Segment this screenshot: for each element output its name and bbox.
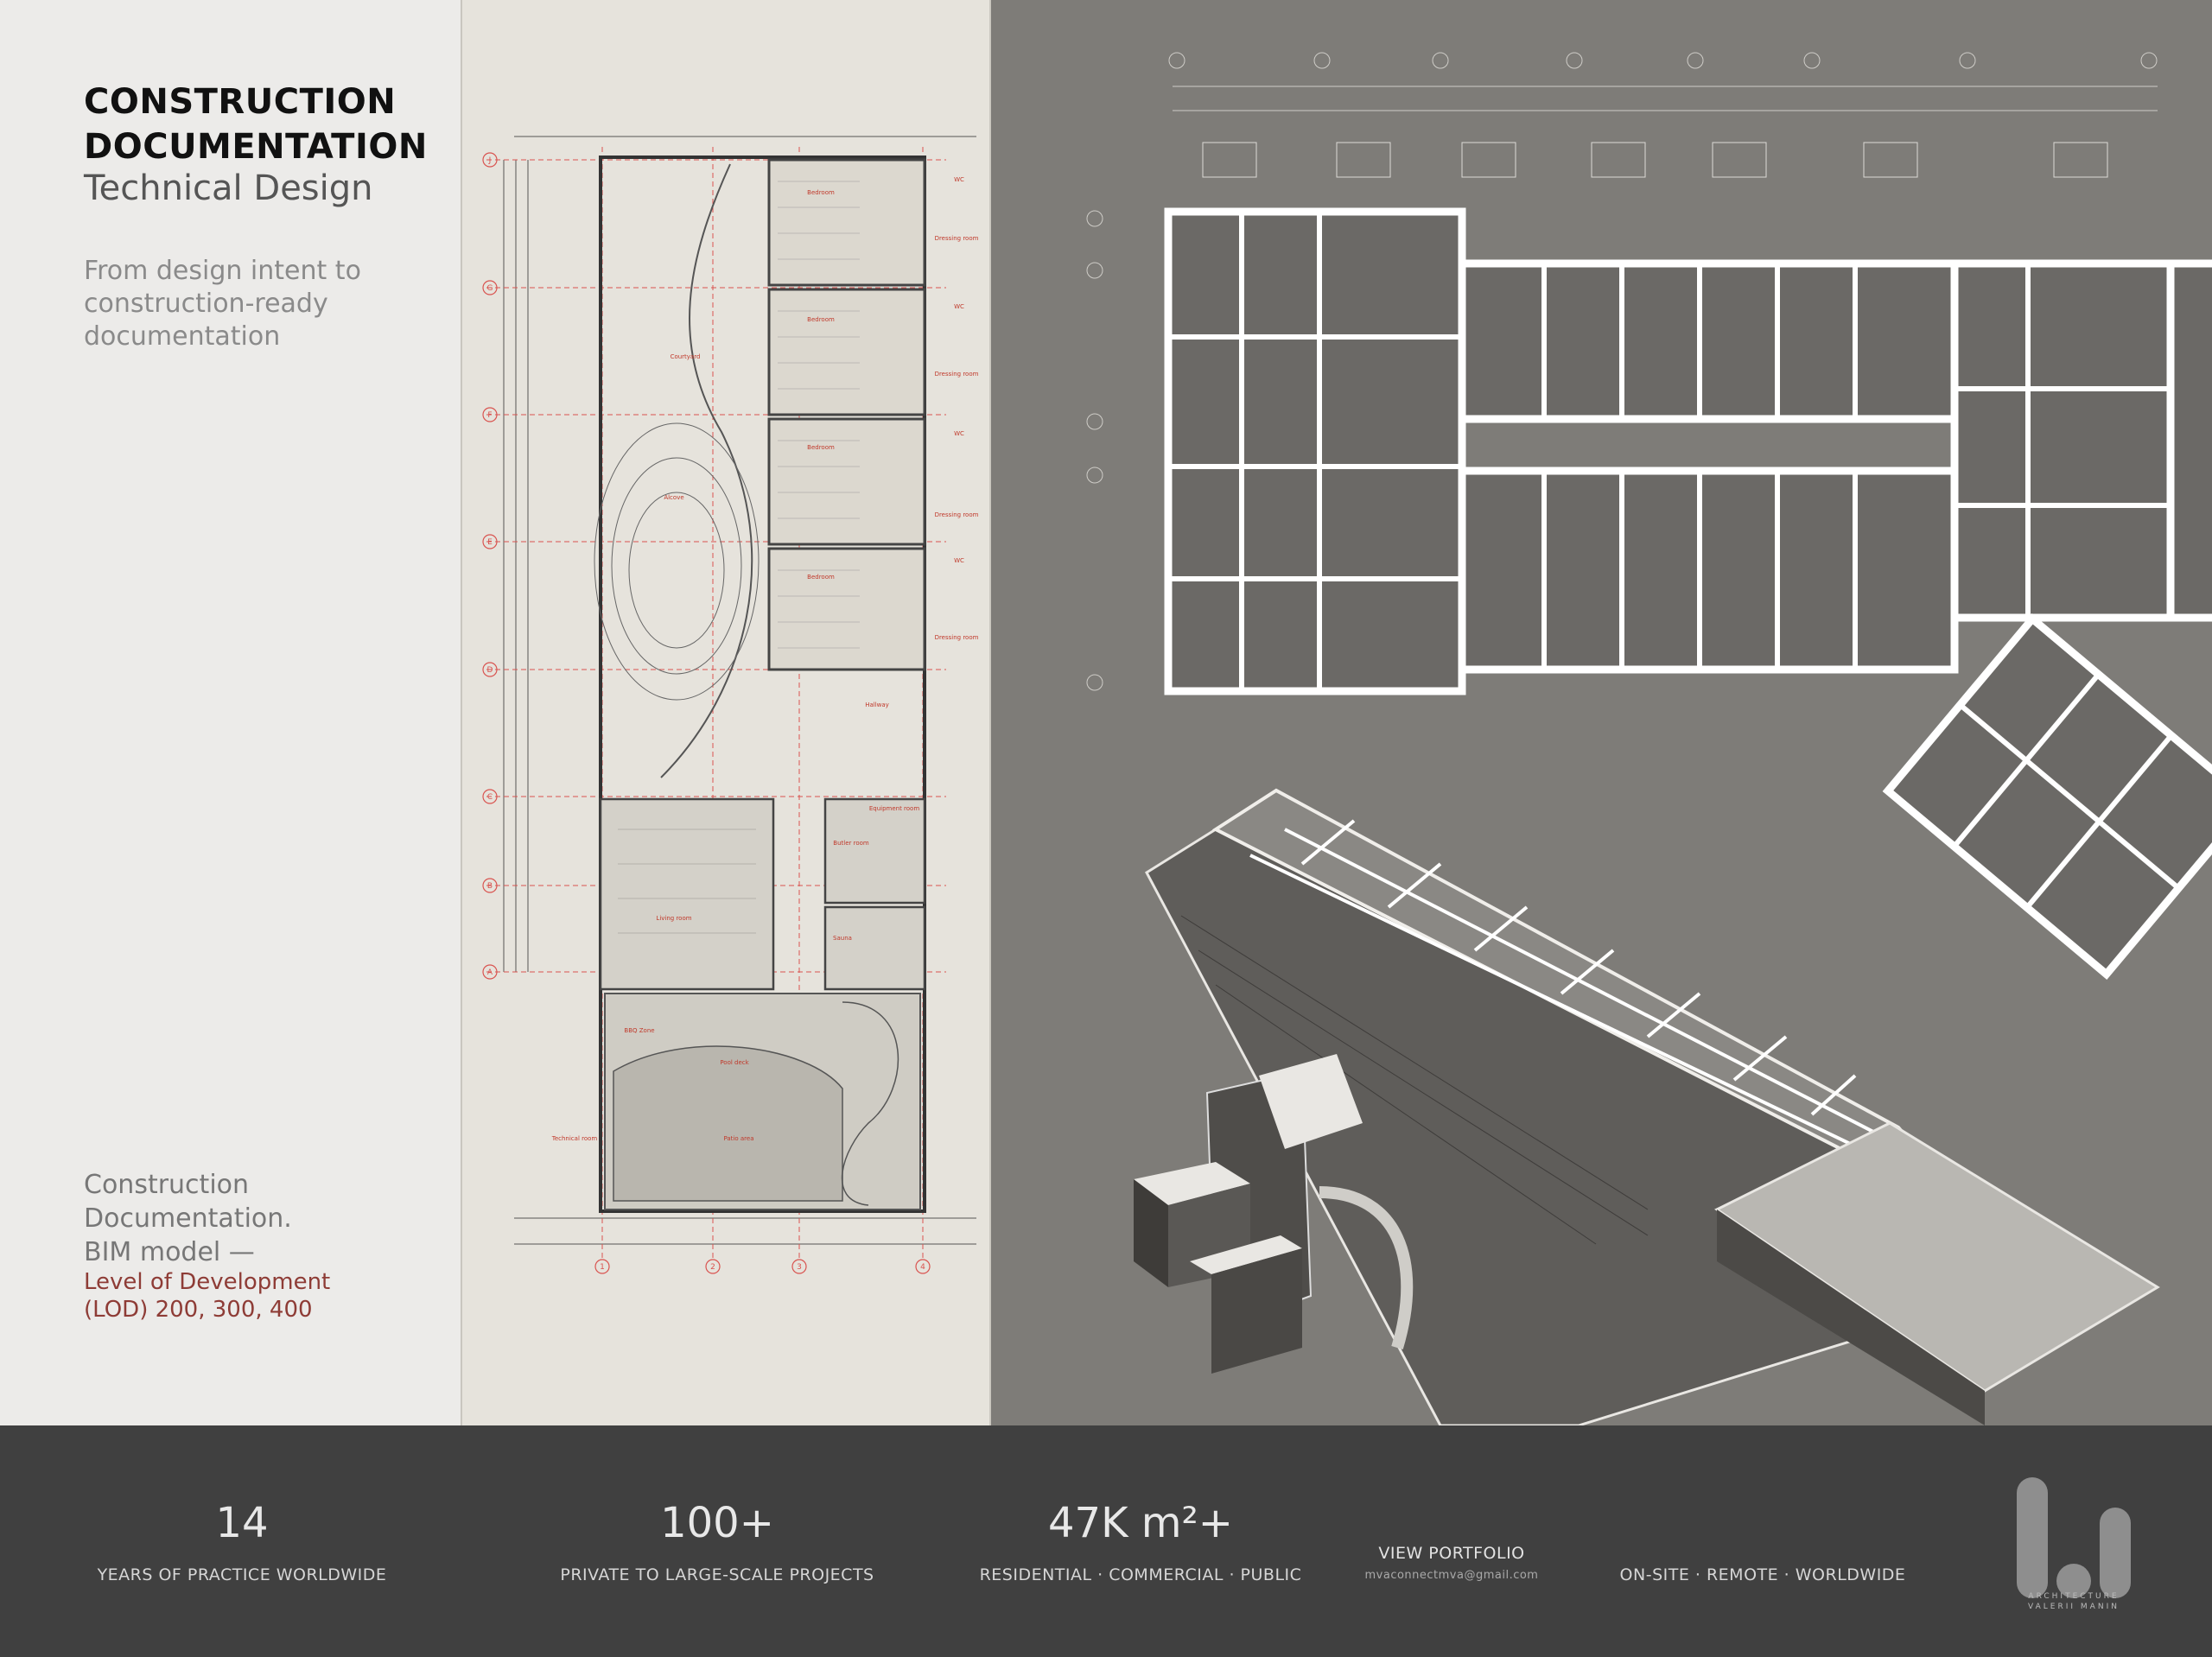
room-label: Bedroom: [807, 574, 835, 581]
page-subtitle: Technical Design: [84, 168, 373, 208]
room-label: Pool deck: [720, 1059, 749, 1066]
stat-value: 47K m²+: [1047, 1499, 1234, 1547]
floor-plan-drawing: J G F E D C B A 1 2 3 4: [461, 0, 991, 1425]
stat-value: 14: [215, 1499, 269, 1547]
room-label: Dressing room: [935, 634, 979, 641]
room-label: Butler room: [833, 840, 869, 847]
room-label: Technical room: [551, 1135, 598, 1142]
room-label: WC: [954, 557, 964, 564]
left-panel: CONSTRUCTION DOCUMENTATION Technical Des…: [0, 0, 461, 1425]
lod-line-1: Level of Development: [84, 1269, 331, 1295]
room-label: Hallway: [865, 702, 889, 708]
bim-line-1: Construction: [84, 1170, 250, 1200]
grid-row-label: E: [487, 538, 493, 547]
intro-text: From design intent to construction-ready…: [84, 256, 361, 352]
room-label: BBQ Zone: [624, 1027, 654, 1034]
grid-row-label: B: [487, 882, 493, 891]
room-label: Bedroom: [807, 189, 835, 196]
grid-col-label: 1: [600, 1263, 605, 1272]
logo-line-2: VALERII MANIN: [2028, 1603, 2120, 1611]
logo-line-1: ARCHITECTURE: [2028, 1592, 2120, 1601]
bim-line-3: BIM model —: [84, 1237, 255, 1267]
stat-value: 100+: [660, 1499, 774, 1547]
room-label: Patio area: [723, 1135, 753, 1142]
view-portfolio-link[interactable]: VIEW PORTFOLIO: [1378, 1544, 1525, 1563]
grid-col-label: 4: [920, 1263, 925, 1272]
title-line-2: DOCUMENTATION: [84, 127, 428, 167]
room-label: Bedroom: [807, 444, 835, 451]
room-label: Bedroom: [807, 316, 835, 323]
grid-row-label: D: [487, 666, 493, 675]
room-label: WC: [954, 430, 964, 437]
stat-label: PRIVATE TO LARGE-SCALE PROJECTS: [560, 1565, 874, 1584]
stats-footer: 14 YEARS OF PRACTICE WORLDWIDE 100+ PRIV…: [0, 1425, 2212, 1657]
grid-col-label: 2: [710, 1263, 715, 1272]
room-label: Dressing room: [935, 235, 979, 242]
room-label: Living room: [656, 915, 691, 922]
email-link[interactable]: mvaconnectmva@gmail.com: [1364, 1569, 1539, 1582]
bim-description: Construction Documentation. BIM model —: [84, 1168, 292, 1269]
stat-label: RESIDENTIAL · COMMERCIAL · PUBLIC: [979, 1565, 1302, 1584]
logo-wordmark: ARCHITECTURE VALERII MANIN: [2005, 1591, 2143, 1612]
room-label: Courtyard: [671, 353, 701, 360]
grid-row-label: A: [487, 968, 493, 977]
grid-row-label: G: [487, 284, 493, 293]
grid-row-label: J: [488, 156, 492, 165]
stat-label: YEARS OF PRACTICE WORLDWIDE: [97, 1565, 387, 1584]
grid-row-label: C: [487, 793, 493, 802]
room-label: Alcove: [664, 494, 683, 501]
room-label: WC: [954, 303, 964, 310]
availability-text: ON-SITE · REMOTE · WORLDWIDE: [1619, 1565, 1906, 1584]
floor-plan-svg: J G F E D C B A 1 2 3 4: [482, 136, 979, 1274]
architect-logo: [2017, 1477, 2131, 1598]
room-label: Dressing room: [935, 371, 979, 378]
room-label: Sauna: [833, 935, 852, 942]
bim-drawings: [991, 0, 2212, 1425]
lod-line-2: (LOD) 200, 300, 400: [84, 1297, 313, 1323]
room-label: WC: [954, 176, 964, 183]
bim-line-2: Documentation.: [84, 1203, 292, 1234]
title-line-1: CONSTRUCTION: [84, 82, 397, 122]
grid-row-label: F: [487, 411, 492, 420]
grid-col-label: 3: [797, 1263, 802, 1272]
page-title: CONSTRUCTION DOCUMENTATION: [84, 79, 428, 169]
bim-drawings-svg: [1086, 52, 2212, 1425]
lod-text: Level of Development (LOD) 200, 300, 400: [84, 1268, 330, 1324]
room-label: Equipment room: [869, 805, 920, 812]
room-label: Dressing room: [935, 511, 979, 518]
